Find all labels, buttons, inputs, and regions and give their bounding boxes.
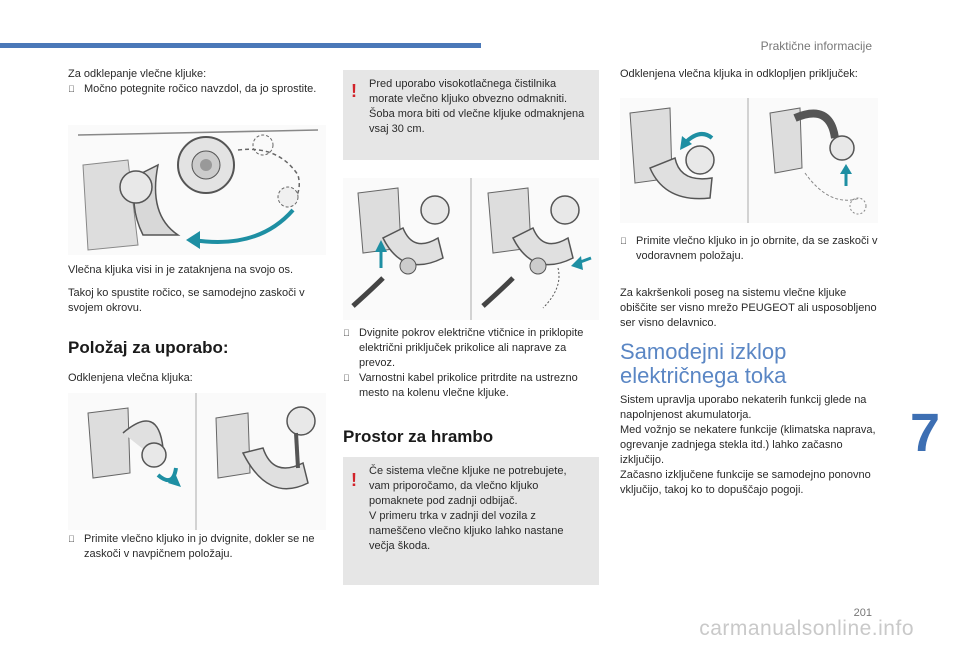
bullet-icon:  (68, 532, 84, 547)
col1-heading: Položaj za uporabo: (68, 338, 229, 357)
col1-intro: Za odklepanje vlečne kljuke: (68, 68, 207, 80)
chapter-number: 7 (909, 403, 940, 463)
bullet-icon:  (68, 82, 84, 97)
pressure-washer-warning: ! Pred uporabo visokotlačnega čistilnika… (343, 70, 599, 160)
col2-steps-block: Dvignite pokrov električne vtičnice in … (343, 326, 599, 401)
electric-socket-illustration (343, 178, 599, 320)
col2-step1: Dvignite pokrov električne vtičnice in … (343, 326, 599, 371)
col3-p1: Za kakršenkoli poseg na sistemu vlečne k… (620, 287, 877, 329)
col3-p4: Začasno izključene funkcije se samodejno… (620, 469, 871, 496)
section-title: Praktične informacije (760, 39, 872, 53)
col1-step2-block: Primite vlečno kljuko in jo dvignite, d… (68, 532, 326, 562)
col3-body-block: Sistem upravlja uporabo nekaterih funkci… (620, 393, 878, 498)
bullet-icon:  (343, 326, 359, 341)
storage-warning: ! Če sistema vlečne kljuke ne potrebujet… (343, 457, 599, 585)
col3-intro: Odklenjena vlečna kljuka in odklopljen p… (620, 68, 858, 80)
warning-icon: ! (351, 81, 357, 101)
warning2-text-b: V primeru trka v zadnji del vozila z nam… (369, 510, 564, 552)
col1-p2: Takoj ko spustite ročico, se samodejno z… (68, 287, 305, 314)
col1-p3: Odklenjena vlečna kljuka: (68, 372, 193, 384)
watermark: carmanualsonline.info (699, 617, 914, 640)
col3-p3: Med vožnjo se nekatere funkcije (klimats… (620, 424, 876, 466)
page-number: 201 (853, 607, 872, 619)
col3-p2: Sistem upravlja uporabo nekaterih funkci… (620, 394, 867, 421)
towbar-horizontal-illustration (620, 98, 878, 223)
col1-p1: Vlečna kljuka visi in je zataknjena na s… (68, 264, 294, 276)
col1-step2: Primite vlečno kljuko in jo dvignite, d… (68, 532, 326, 562)
col3-heading: Samodejni izklop električnega toka (620, 339, 787, 388)
towbar-vertical-illustration (68, 393, 326, 530)
warning-icon: ! (351, 470, 357, 490)
col1-body-block: Vlečna kljuka visi in je zataknjena na s… (68, 263, 326, 316)
col1-intro-block: Za odklepanje vlečne kljuke: Močno pote… (68, 67, 326, 97)
col1-step1: Močno potegnite ročico navzdol, da jo s… (68, 82, 326, 97)
header-bar (0, 43, 481, 48)
towbar-release-illustration (68, 125, 326, 255)
warning2-text-a: Če sistema vlečne kljuke ne potrebujete,… (369, 465, 567, 507)
bullet-icon:  (343, 371, 359, 386)
col2-heading: Prostor za hrambo (343, 427, 494, 446)
col3-step1-block: Primite vlečno kljuko in jo obrnite, da… (620, 234, 878, 264)
col3-step1: Primite vlečno kljuko in jo obrnite, da… (620, 234, 878, 264)
bullet-icon:  (620, 234, 636, 249)
warning1-text: Pred uporabo visokotlačnega čistilnika m… (369, 78, 585, 135)
col2-step2: Varnostni kabel prikolice pritrdite na … (343, 371, 599, 401)
